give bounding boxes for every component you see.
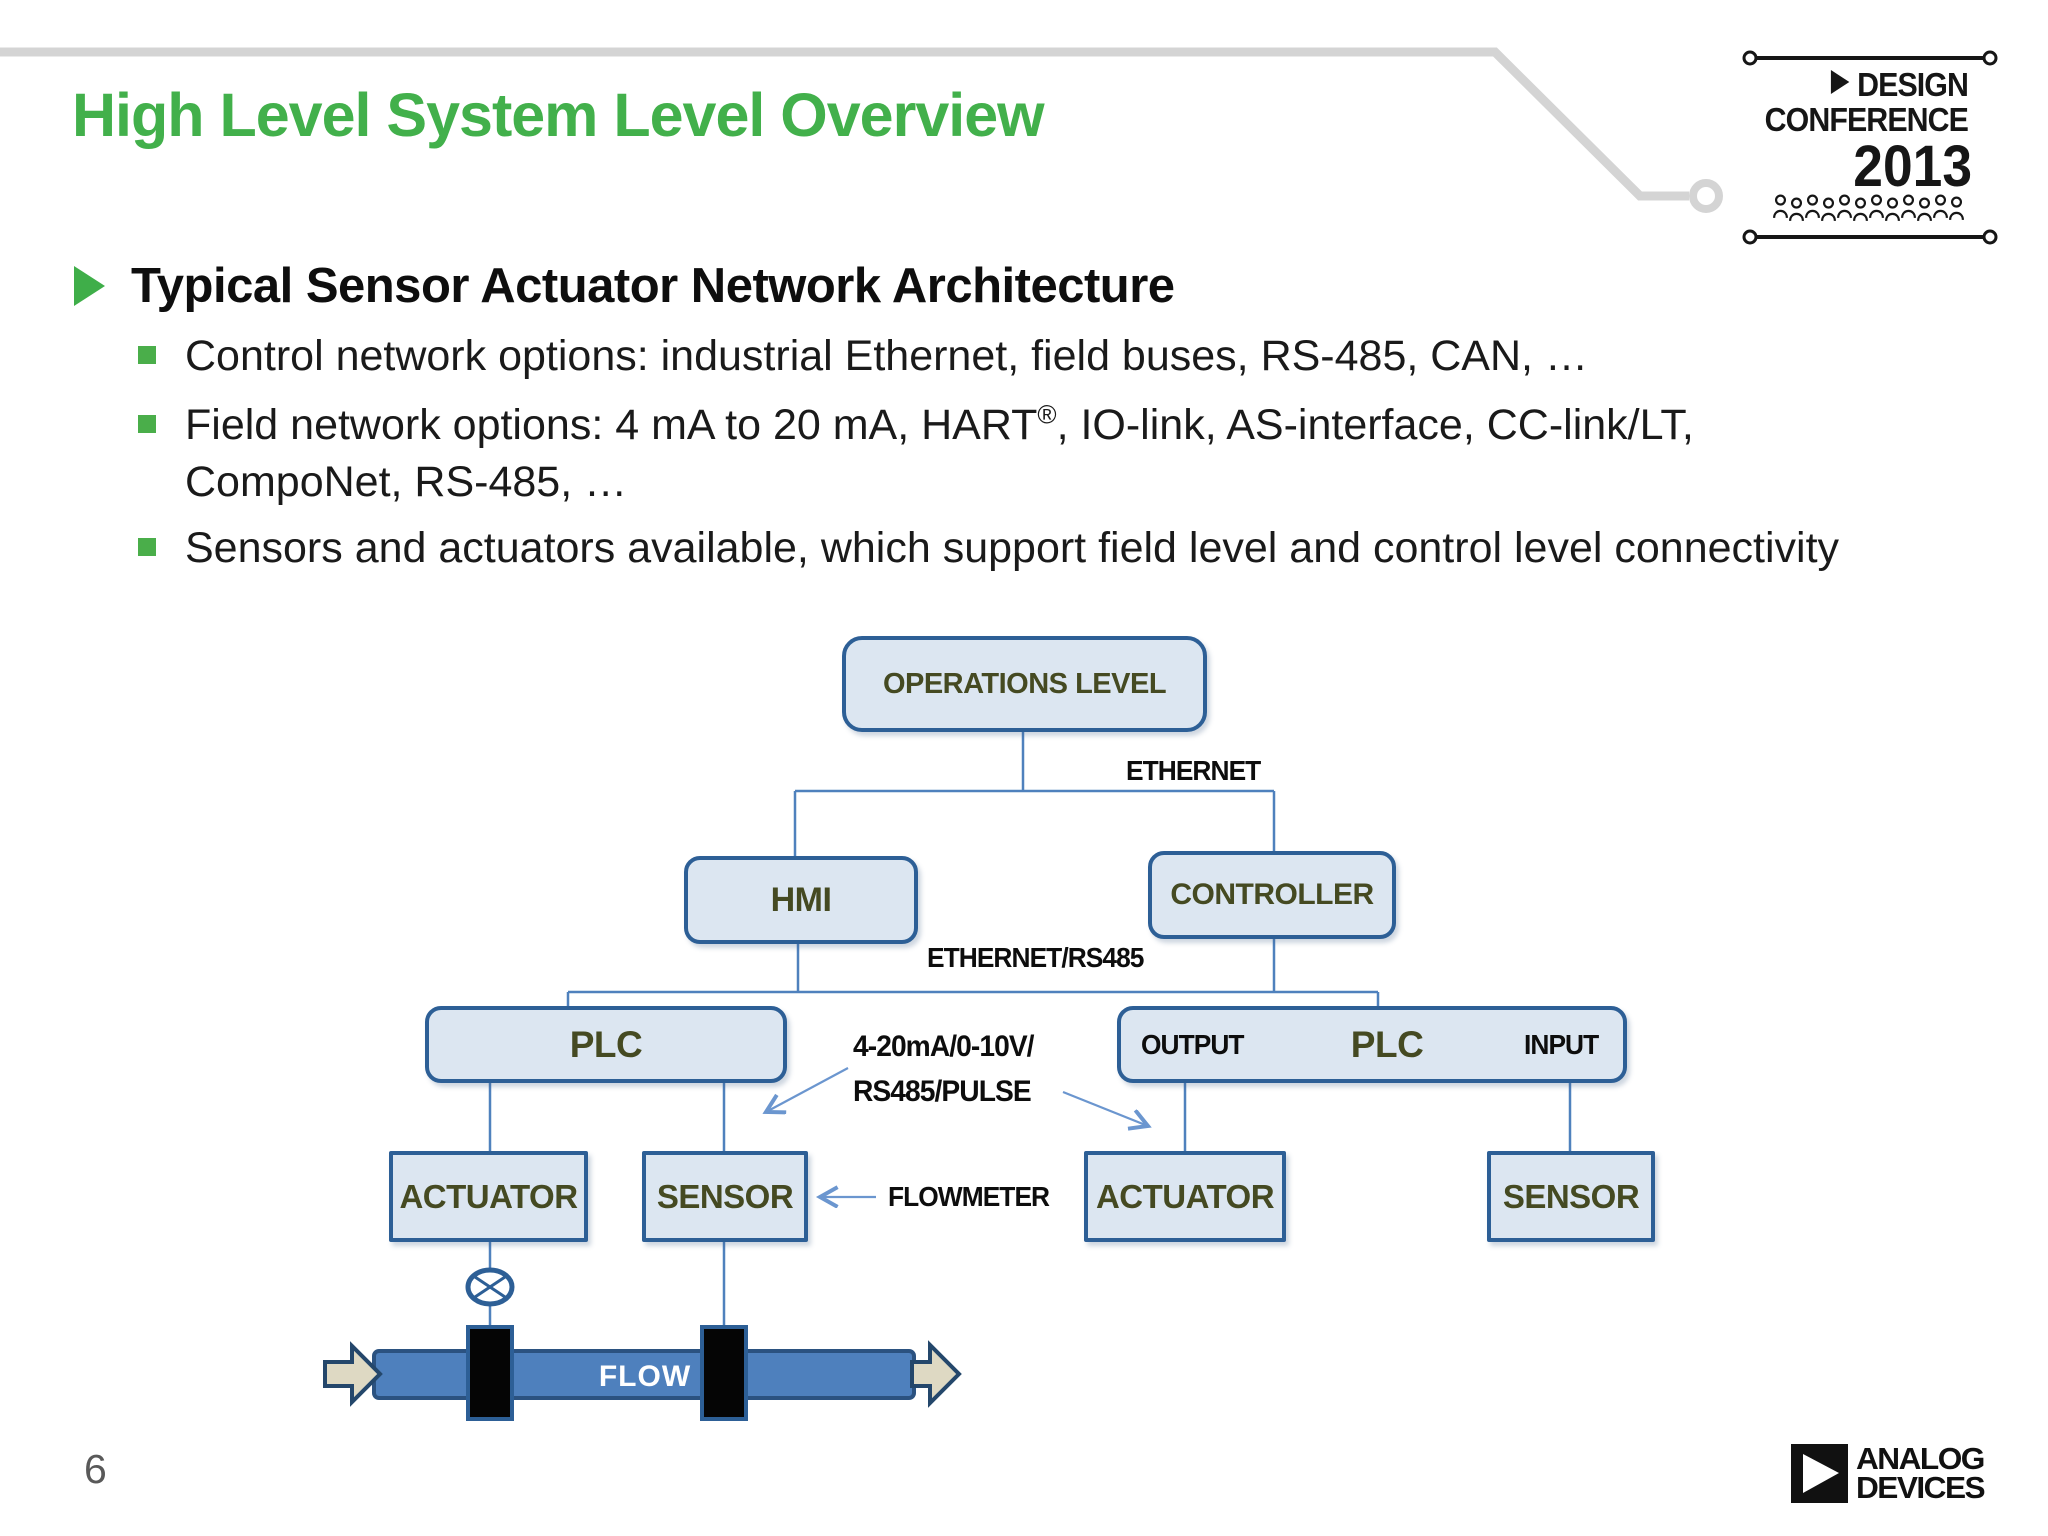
bullet-square-icon xyxy=(138,346,156,364)
brand-line-1: ANALOG xyxy=(1856,1441,1985,1476)
bullet-item-3: Sensors and actuators available, which s… xyxy=(185,524,1840,572)
valve-icon xyxy=(465,1267,515,1307)
node-plc-left: PLC xyxy=(425,1006,787,1083)
arrow-to-right-actuator xyxy=(1062,1090,1148,1126)
node-actuator-left: ACTUATOR xyxy=(389,1151,588,1242)
circuit-trace-decoration xyxy=(0,47,1723,213)
node-plc-right-label: PLC xyxy=(1350,1023,1424,1065)
node-controller-label: CONTROLLER xyxy=(1170,878,1374,911)
badge-conference-label: CONFERENCE xyxy=(1764,101,1969,138)
node-sensor-right-label: SENSOR xyxy=(1502,1177,1640,1215)
bullet-2-text: Field network options: 4 mA to 20 mA, HA… xyxy=(185,401,1038,449)
network-connectors xyxy=(488,732,1572,1330)
node-operations-level: OPERATIONS LEVEL xyxy=(842,636,1207,732)
badge-design-label: DESIGN xyxy=(1857,66,1969,103)
section-heading: Typical Sensor Actuator Network Architec… xyxy=(131,259,1175,313)
node-controller: CONTROLLER xyxy=(1148,851,1396,939)
bullet-item-2: Field network options: 4 mA to 20 mA, HA… xyxy=(185,397,1885,511)
node-sensor-left: SENSOR xyxy=(642,1151,808,1242)
node-hmi-label: HMI xyxy=(770,880,832,919)
badge-play-icon xyxy=(1831,70,1850,94)
analog-devices-logo-icon xyxy=(1791,1444,1848,1503)
bullet-2-text-cont: , IO-link, AS-interface, CC-link/LT, Com… xyxy=(185,401,1694,506)
ethernet-rs485-label: ETHERNET/RS485 xyxy=(927,942,1144,973)
bullet-square-icon xyxy=(138,415,156,433)
node-plc-right: OUTPUT PLC INPUT xyxy=(1117,1006,1627,1083)
node-plc-left-label: PLC xyxy=(569,1023,643,1065)
bullet-square-icon xyxy=(138,538,156,556)
heading-triangle-icon xyxy=(74,266,105,306)
flow-pipe xyxy=(323,1325,962,1421)
badge-design-line: DESIGN xyxy=(1758,66,1969,104)
pipe-valve-body xyxy=(466,1325,514,1421)
brand-line-2: DEVICES xyxy=(1856,1470,1986,1505)
flowmeter-label: FLOWMETER xyxy=(888,1181,1050,1212)
page-title: High Level System Level Overview xyxy=(72,81,1045,149)
node-operations-level-label: OPERATIONS LEVEL xyxy=(882,667,1167,700)
flow-out-arrow-icon xyxy=(910,1340,962,1408)
field-signal-label-line1: 4-20mA/0-10V/ xyxy=(853,1030,1035,1063)
badge-top-rule xyxy=(1742,50,1998,66)
flow-in-arrow-icon xyxy=(323,1341,383,1407)
analog-devices-wordmark: ANALOG DEVICES xyxy=(1856,1441,1986,1505)
node-sensor-right: SENSOR xyxy=(1487,1151,1655,1242)
node-hmi: HMI xyxy=(684,856,918,944)
plc-right-output-label: OUTPUT xyxy=(1141,1028,1245,1060)
people-row-icon xyxy=(1773,194,1964,221)
node-actuator-right-label: ACTUATOR xyxy=(1095,1177,1275,1215)
pipe-sensor-body xyxy=(700,1325,748,1421)
flow-label: FLOW xyxy=(598,1360,692,1393)
badge-bottom-rule xyxy=(1742,229,1998,245)
ethernet-label: ETHERNET xyxy=(1126,755,1261,786)
page-number: 6 xyxy=(84,1446,107,1492)
badge-year-label: 2013 xyxy=(1853,134,1972,199)
node-actuator-left-label: ACTUATOR xyxy=(399,1177,578,1215)
node-actuator-right: ACTUATOR xyxy=(1084,1151,1286,1242)
bullet-item-1: Control network options: industrial Ethe… xyxy=(185,332,1588,380)
plc-right-input-label: INPUT xyxy=(1523,1028,1599,1060)
signal-annotation-arrows xyxy=(766,1067,1148,1197)
node-sensor-left-label: SENSOR xyxy=(656,1177,794,1215)
registered-mark: ® xyxy=(1037,399,1057,430)
field-signal-label-line2: RS485/PULSE xyxy=(853,1075,1032,1108)
arrow-to-left-sensor xyxy=(766,1067,849,1112)
